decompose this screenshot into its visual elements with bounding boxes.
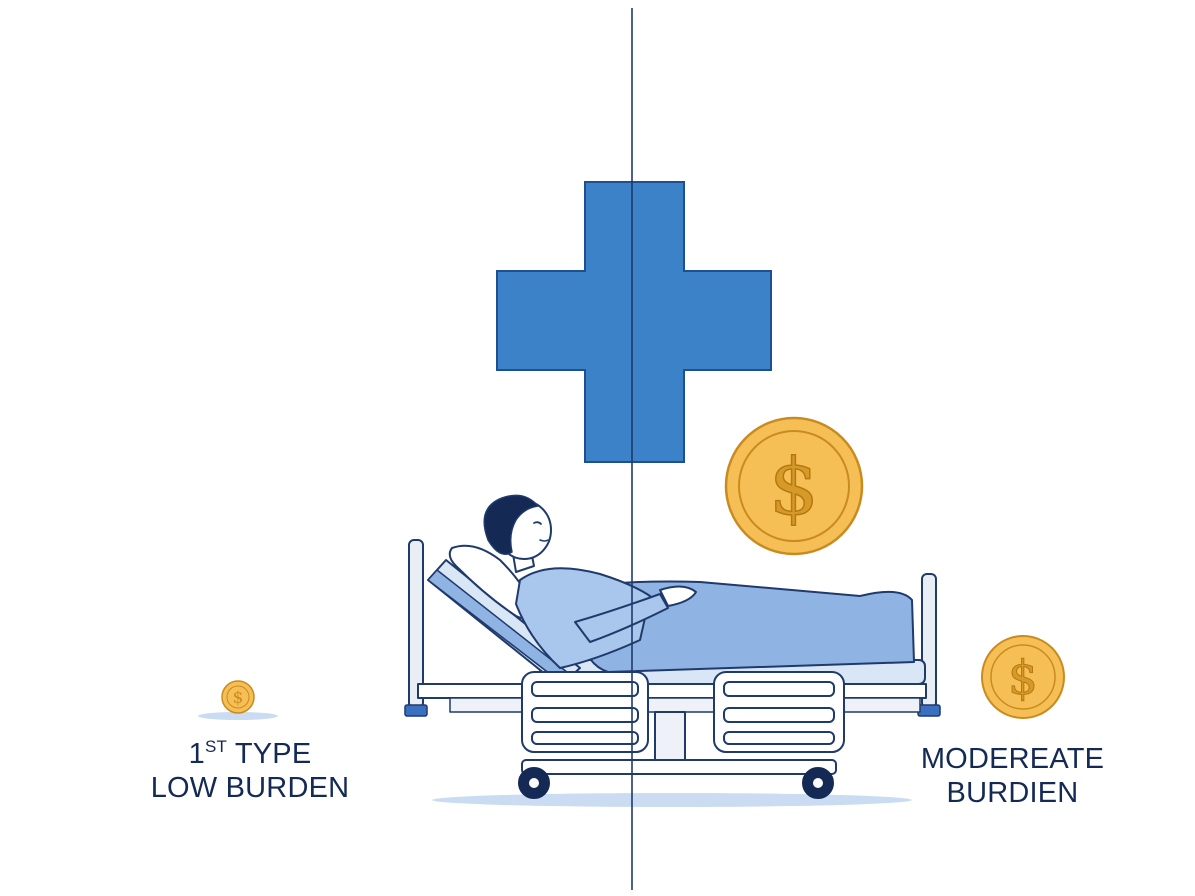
low-burden-label: 1ST TYPE LOW BURDEN bbox=[140, 737, 360, 805]
type-text: TYPE bbox=[227, 738, 312, 770]
dollar-coin-icon: $ bbox=[221, 680, 255, 714]
patient-illustration bbox=[448, 494, 915, 673]
moderate-burden-label-line1: MODEREATE bbox=[920, 743, 1105, 775]
small-coin-shadow bbox=[198, 712, 278, 720]
bed-shadow bbox=[432, 793, 912, 807]
bed-side-rails bbox=[521, 671, 845, 753]
coin-symbol: $ bbox=[769, 443, 819, 533]
moderate-burden-label-line2: BURDIEN bbox=[946, 777, 1079, 809]
dollar-coin-icon: $ bbox=[724, 416, 864, 556]
bed-wheels bbox=[518, 767, 834, 799]
low-burden-label-line2: LOW BURDEN bbox=[150, 772, 350, 804]
ordinal-suffix: ST bbox=[204, 737, 228, 756]
coin-symbol: $ bbox=[233, 688, 244, 708]
ordinal-number: 1 bbox=[188, 738, 205, 770]
moderate-burden-label: MODEREATE BURDIEN bbox=[905, 742, 1120, 810]
medical-cross-icon bbox=[496, 181, 772, 463]
coin-symbol: $ bbox=[1008, 651, 1038, 706]
low-burden-label-line1: 1ST TYPE bbox=[140, 737, 360, 771]
dollar-coin-icon: $ bbox=[981, 635, 1065, 719]
